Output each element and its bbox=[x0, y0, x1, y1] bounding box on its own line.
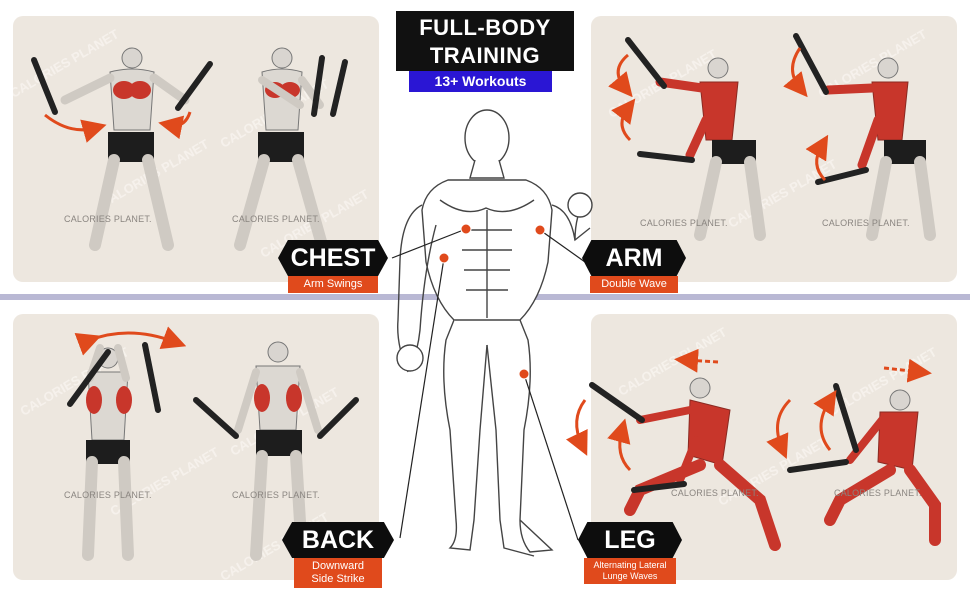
central-anatomy-figure bbox=[396, 109, 593, 557]
leg-exercise-label: Alternating Lateral Lunge Waves bbox=[584, 558, 676, 584]
page-title: FULL-BODY TRAINING bbox=[396, 11, 574, 71]
chest-exercise-label: Arm Swings bbox=[288, 276, 378, 293]
chest-tag: CHEST Arm Swings bbox=[278, 240, 388, 293]
arm-figure-1 bbox=[608, 37, 766, 241]
leg-label: LEG bbox=[578, 522, 682, 558]
chest-label: CHEST bbox=[278, 240, 388, 276]
credit-label: CALORIES PLANET. bbox=[671, 488, 759, 498]
leg-tag: LEG Alternating Lateral Lunge Waves bbox=[578, 522, 682, 584]
credit-label: CALORIES PLANET. bbox=[232, 490, 320, 500]
back-figure-1 bbox=[67, 326, 187, 561]
workout-count-badge: 13+ Workouts bbox=[409, 71, 552, 92]
credit-label: CALORIES PLANET. bbox=[64, 490, 152, 500]
arm-exercise-label: Double Wave bbox=[590, 276, 678, 293]
title-line-2: TRAINING bbox=[429, 43, 541, 68]
credit-label: CALORIES PLANET. bbox=[232, 214, 320, 224]
leg-figure-1 bbox=[565, 348, 781, 551]
back-exercise-label: Downward Side Strike bbox=[294, 558, 382, 588]
leg-figure-2 bbox=[766, 358, 941, 546]
credit-label: CALORIES PLANET. bbox=[640, 218, 728, 228]
arm-figure-2 bbox=[783, 33, 936, 241]
leg-exercise-line-1: Alternating Lateral bbox=[593, 560, 667, 570]
chest-figure-2 bbox=[234, 47, 348, 251]
back-exercise-line-2: Side Strike bbox=[311, 573, 365, 585]
back-tag: BACK Downward Side Strike bbox=[282, 522, 394, 588]
credit-label: CALORIES PLANET. bbox=[834, 488, 922, 498]
back-label: BACK bbox=[282, 522, 394, 558]
credit-label: CALORIES PLANET. bbox=[64, 214, 152, 224]
chest-figure-1 bbox=[31, 47, 213, 251]
arm-tag: ARM Double Wave bbox=[582, 240, 686, 293]
leg-exercise-line-2: Lunge Waves bbox=[602, 571, 658, 581]
back-exercise-line-1: Downward bbox=[312, 560, 364, 572]
muscle-pointers bbox=[391, 223, 586, 541]
credit-label: CALORIES PLANET. bbox=[822, 218, 910, 228]
title-line-1: FULL-BODY bbox=[419, 15, 551, 40]
arm-label: ARM bbox=[582, 240, 686, 276]
